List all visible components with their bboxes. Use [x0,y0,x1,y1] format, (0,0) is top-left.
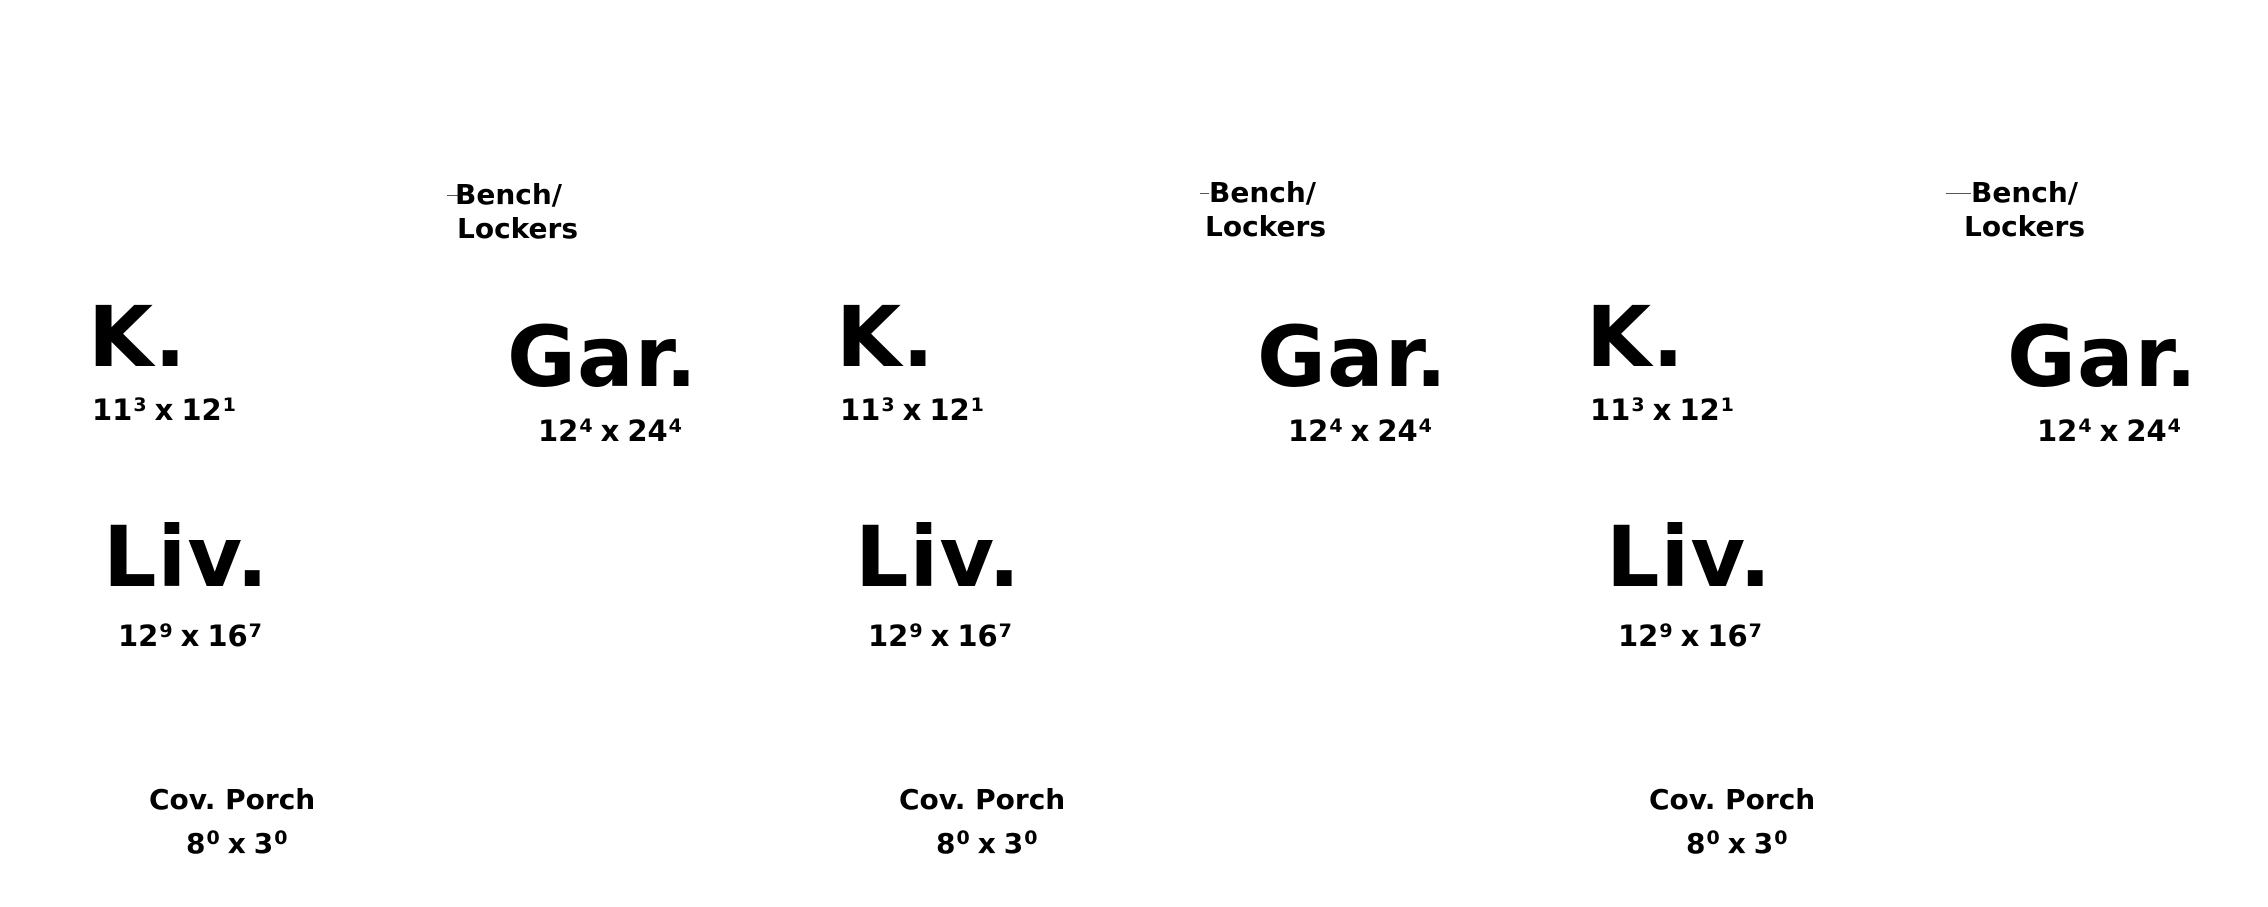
garage-length-in: 4 [668,415,682,437]
kitchen-length-in: 1 [222,394,236,416]
garage-length-ft: 24 [1377,414,1418,448]
kitchen-width-ft: 11 [92,393,133,427]
dimension-separator: x [1350,414,1370,448]
bench-lockers-label: Bench/ Lockers [455,178,578,246]
porch-width-ft: 8 [1686,827,1706,860]
bench-label-line2: Lockers [457,212,579,245]
bench-lockers-label: Bench/ Lockers [1205,176,1326,244]
porch-length-in: 0 [274,827,288,849]
kitchen-width-ft: 11 [1590,393,1631,427]
kitchen-length-ft: 12 [929,393,970,427]
living-width-ft: 12 [1618,619,1659,653]
garage-length-in: 4 [2167,415,2181,437]
living-width-in: 9 [909,620,923,642]
dimension-separator: x [180,619,200,653]
bench-label-line2: Lockers [1205,210,1327,243]
kitchen-width-in: 3 [881,394,895,416]
bench-lockers-label: Bench/ Lockers [1964,176,2085,244]
dimension-separator: x [977,827,996,860]
living-width-in: 9 [159,620,173,642]
kitchen-label: K. [88,288,188,386]
porch-width-in: 0 [206,827,220,849]
living-label: Liv. [855,508,1022,606]
wall-tick [447,195,459,196]
bench-label-line1: Bench/ [455,178,563,211]
kitchen-label: K. [836,288,936,386]
dimension-separator: x [154,393,174,427]
wall-tick [1200,193,1209,194]
living-width-in: 9 [1659,620,1673,642]
kitchen-length-ft: 12 [1679,393,1720,427]
garage-width-in: 4 [579,415,593,437]
living-length-in: 7 [998,620,1012,642]
dimension-separator: x [227,827,246,860]
kitchen-length-in: 1 [1720,394,1734,416]
porch-width-ft: 8 [936,827,956,860]
garage-length-ft: 24 [2126,414,2167,448]
dimension-separator: x [930,619,950,653]
living-length-in: 7 [248,620,262,642]
garage-width-ft: 12 [2037,414,2078,448]
porch-width-ft: 8 [186,827,206,860]
kitchen-label: K. [1586,288,1686,386]
kitchen-width-ft: 11 [840,393,881,427]
porch-label: Cov. Porch [1649,783,1816,816]
garage-label: Gar. [507,308,698,406]
kitchen-length-ft: 12 [181,393,222,427]
garage-label: Gar. [2007,308,2198,406]
wall-tick [1946,193,1971,194]
living-width-ft: 12 [868,619,909,653]
living-length-ft: 16 [957,619,998,653]
bench-label-line1: Bench/ [1209,176,1317,209]
porch-width-in: 0 [1706,827,1720,849]
garage-width-in: 4 [1329,415,1343,437]
living-length-ft: 16 [207,619,248,653]
dimension-separator: x [600,414,620,448]
living-length-ft: 16 [1707,619,1748,653]
kitchen-width-in: 3 [1631,394,1645,416]
kitchen-width-in: 3 [133,394,147,416]
garage-label: Gar. [1257,308,1448,406]
porch-length-in: 0 [1774,827,1788,849]
bench-label-line1: Bench/ [1971,176,2079,209]
porch-length-ft: 3 [1753,827,1774,860]
living-label: Liv. [1606,508,1773,606]
porch-length-ft: 3 [1003,827,1024,860]
bench-label-line2: Lockers [1964,210,2086,243]
garage-width-ft: 12 [538,414,579,448]
garage-length-ft: 24 [627,414,668,448]
living-width-ft: 12 [118,619,159,653]
dimension-separator: x [2099,414,2119,448]
porch-length-in: 0 [1024,827,1038,849]
porch-label: Cov. Porch [149,783,316,816]
dimension-separator: x [902,393,922,427]
kitchen-length-in: 1 [970,394,984,416]
porch-width-in: 0 [956,827,970,849]
garage-length-in: 4 [1418,415,1432,437]
dimension-separator: x [1680,619,1700,653]
garage-width-in: 4 [2078,415,2092,437]
dimension-separator: x [1652,393,1672,427]
dimension-separator: x [1727,827,1746,860]
living-label: Liv. [103,508,270,606]
porch-length-ft: 3 [253,827,274,860]
garage-width-ft: 12 [1288,414,1329,448]
living-length-in: 7 [1748,620,1762,642]
porch-label: Cov. Porch [899,783,1066,816]
